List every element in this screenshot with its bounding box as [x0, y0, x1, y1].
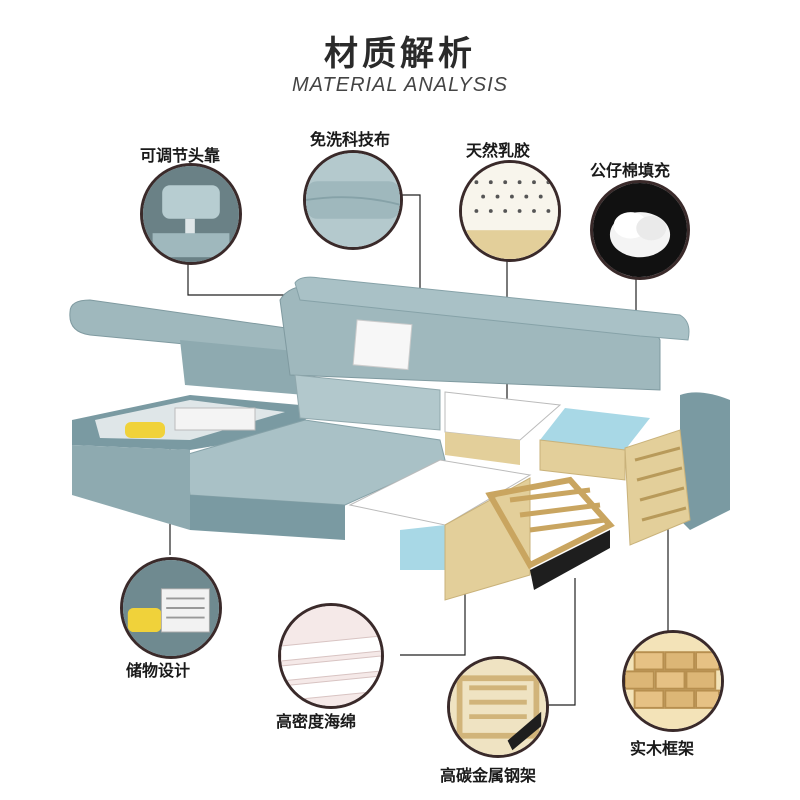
storage-items	[174, 407, 256, 431]
bubble-fabric	[303, 150, 403, 250]
seat-back-row	[294, 374, 441, 431]
front-base	[190, 495, 345, 540]
seat-latex-top	[444, 391, 562, 441]
label-cotton: 公仔棉填充	[590, 161, 671, 180]
bubble-latex	[459, 160, 561, 262]
bubble-sponge	[278, 603, 384, 709]
label-headrest: 可调节头靠	[140, 146, 221, 165]
storage-icon	[123, 560, 219, 656]
bubble-steel	[447, 656, 549, 758]
label-fabric: 免洗科技布	[310, 130, 391, 149]
leader-headrest	[187, 258, 330, 296]
storage-yellow-pillow	[125, 422, 165, 438]
label-steel: 高碳金属钢架	[440, 766, 537, 785]
leader-steel	[540, 578, 576, 706]
page-subtitle: MATERIAL ANALYSIS	[292, 74, 508, 96]
seat-blue-sponge	[540, 408, 650, 450]
bubble-wood	[622, 630, 724, 732]
steel-frame-icon	[450, 659, 546, 755]
seat-wood-frame-top	[445, 432, 520, 465]
sponge-icon	[281, 606, 381, 706]
wood-frame-icon	[625, 633, 721, 729]
bubble-cotton	[590, 180, 690, 280]
chaise-back-block	[180, 340, 305, 395]
bubble-storage	[120, 557, 222, 659]
bubble-headrest	[140, 163, 242, 265]
label-storage: 储物设计	[126, 661, 191, 680]
front-sponge-blue	[400, 525, 445, 570]
page-title: 材质解析	[324, 34, 476, 74]
pullout-slats	[509, 487, 606, 533]
label-latex: 天然乳胶	[466, 141, 531, 160]
fabric-icon	[306, 153, 400, 247]
seat-wood-drawer-top	[539, 439, 626, 481]
latex-icon	[462, 163, 558, 259]
headrests	[294, 276, 690, 341]
decor-pillow	[352, 319, 413, 371]
label-wood: 实木框架	[630, 739, 695, 758]
headrest-icon	[143, 166, 239, 262]
left-front-base	[72, 445, 190, 530]
right-wood-rails	[634, 446, 687, 522]
label-sponge: 高密度海绵	[276, 712, 357, 731]
right-arm	[680, 392, 730, 530]
front-latex	[348, 459, 532, 526]
cotton-icon	[593, 183, 687, 277]
steel-bracket	[530, 530, 610, 590]
pullout-frame	[485, 476, 615, 569]
